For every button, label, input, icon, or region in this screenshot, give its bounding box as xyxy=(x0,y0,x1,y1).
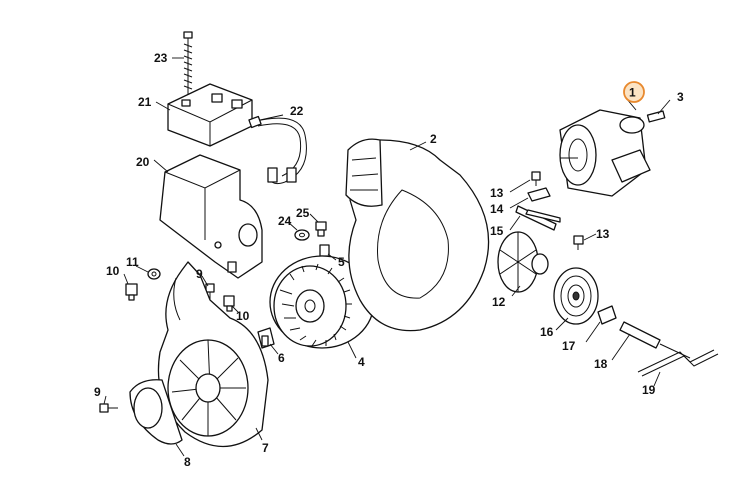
callout-7[interactable]: 7 xyxy=(262,441,269,455)
part-8-guard-plate[interactable] xyxy=(129,379,183,445)
part-16-pulley[interactable] xyxy=(553,267,599,325)
part-6-fitting[interactable] xyxy=(257,327,275,349)
callout-23[interactable]: 23 xyxy=(154,51,168,65)
leader-lines xyxy=(103,57,671,457)
callout-6[interactable]: 6 xyxy=(278,351,285,365)
callout-19[interactable]: 19 xyxy=(642,383,656,397)
part-19-hex-key[interactable] xyxy=(637,349,719,377)
callout-labels: 1 2 3 4 5 6 7 8 9 9 10 10 11 12 13 13 14… xyxy=(94,51,684,469)
callout-16[interactable]: 16 xyxy=(540,325,554,339)
part-24-washer[interactable] xyxy=(294,229,310,241)
part-1-motor[interactable] xyxy=(559,109,651,197)
part-9-screw-lower[interactable] xyxy=(99,403,118,413)
callout-22[interactable]: 22 xyxy=(290,104,304,118)
callout-5[interactable]: 5 xyxy=(338,255,345,269)
part-18-rod[interactable] xyxy=(619,321,691,359)
part-1-highlight-circle xyxy=(623,81,645,103)
callout-13-lower[interactable]: 13 xyxy=(596,227,610,241)
part-12-rotor[interactable] xyxy=(497,231,549,293)
part-20-shroud[interactable] xyxy=(159,154,263,279)
part-13-screw-upper[interactable] xyxy=(531,171,541,186)
part-17-fitting[interactable] xyxy=(597,305,617,325)
part-13-screw-lower[interactable] xyxy=(573,235,584,250)
callout-11[interactable]: 11 xyxy=(126,255,139,269)
callout-4[interactable]: 4 xyxy=(358,355,365,369)
part-2-volute-housing[interactable] xyxy=(345,138,490,332)
part-21-ignition-module[interactable] xyxy=(167,83,253,147)
part-14-clip[interactable] xyxy=(527,187,551,202)
callout-1[interactable]: 1 xyxy=(629,86,636,100)
part-22-wire[interactable] xyxy=(248,115,307,185)
callout-18[interactable]: 18 xyxy=(594,357,608,371)
part-10-screw-left[interactable] xyxy=(125,283,138,301)
callout-9-lower[interactable]: 9 xyxy=(94,385,101,399)
callout-10-right[interactable]: 10 xyxy=(236,309,250,323)
callout-20[interactable]: 20 xyxy=(136,155,150,169)
callout-13-upper[interactable]: 13 xyxy=(490,186,504,200)
callout-25[interactable]: 25 xyxy=(296,206,310,220)
part-10-screw-right[interactable] xyxy=(223,295,235,312)
callout-8[interactable]: 8 xyxy=(184,455,191,469)
callout-15[interactable]: 15 xyxy=(490,224,504,238)
callout-12[interactable]: 12 xyxy=(492,295,506,309)
callout-24[interactable]: 24 xyxy=(278,214,292,228)
part-3-screw[interactable] xyxy=(646,110,666,123)
part-15-lever[interactable] xyxy=(515,205,561,231)
part-5-screw[interactable] xyxy=(319,244,330,257)
part-11-washer[interactable] xyxy=(147,268,161,280)
callout-9-upper[interactable]: 9 xyxy=(196,267,203,281)
part-25-screw[interactable] xyxy=(315,221,327,237)
callout-14[interactable]: 14 xyxy=(490,202,504,216)
callout-10-left[interactable]: 10 xyxy=(106,264,120,278)
callout-3[interactable]: 3 xyxy=(677,90,684,104)
part-23-screw[interactable] xyxy=(183,31,193,94)
part-4-impeller[interactable] xyxy=(269,255,375,349)
part-7-fan-housing[interactable] xyxy=(157,261,269,448)
callout-2[interactable]: 2 xyxy=(430,132,437,146)
callout-21[interactable]: 21 xyxy=(138,95,152,109)
callout-17[interactable]: 17 xyxy=(562,339,576,353)
